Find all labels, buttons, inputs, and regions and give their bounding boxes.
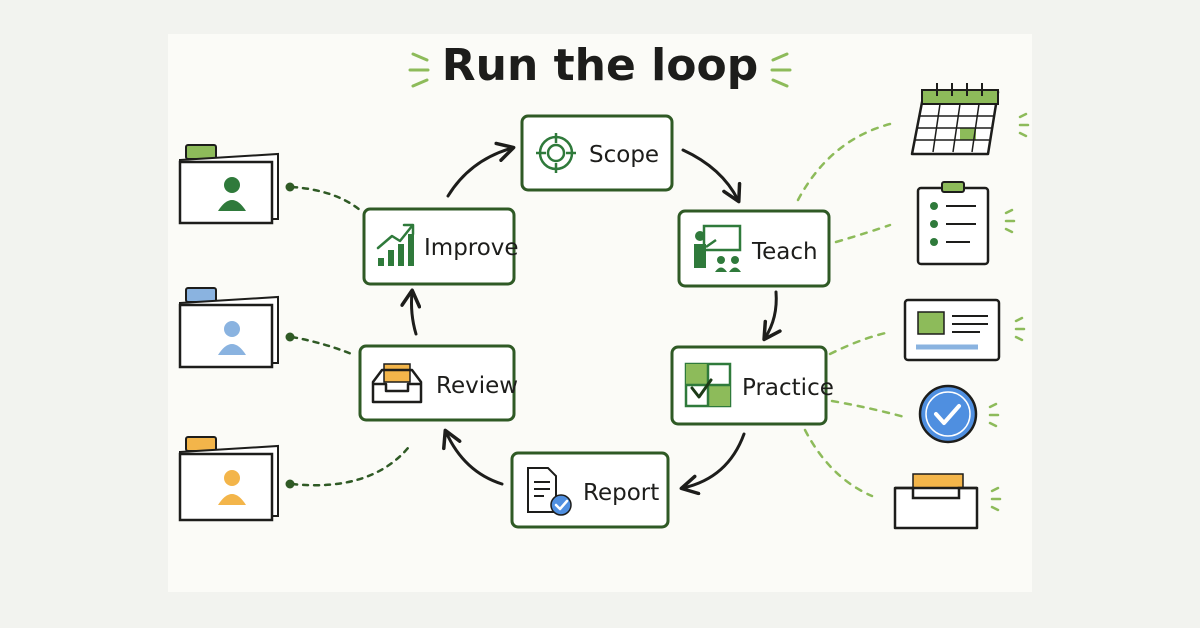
connector-dots bbox=[285, 182, 295, 489]
arrow-review-to-improve bbox=[400, 288, 422, 336]
step-label-review: Review bbox=[436, 373, 518, 399]
connectors-left bbox=[290, 185, 410, 487]
step-practice[interactable]: Practice bbox=[670, 345, 834, 426]
step-report[interactable]: Report bbox=[510, 451, 670, 529]
step-label-improve: Improve bbox=[424, 235, 519, 261]
folder-user-icon bbox=[178, 144, 279, 225]
folder-user-icon bbox=[178, 287, 279, 369]
grid-check-icon bbox=[684, 362, 732, 408]
arrow-improve-to-scope bbox=[446, 141, 516, 198]
sparkle-marks bbox=[988, 112, 1030, 512]
step-review[interactable]: Review bbox=[358, 344, 518, 422]
page-title: Run the loop bbox=[442, 40, 758, 91]
arrow-scope-to-teach bbox=[681, 148, 742, 204]
inbox-icon bbox=[371, 363, 423, 404]
cycle-arrows bbox=[400, 141, 782, 496]
step-label-practice: Practice bbox=[742, 375, 834, 401]
target-icon bbox=[536, 133, 576, 173]
step-label-report: Report bbox=[583, 480, 659, 506]
arrow-report-to-review bbox=[442, 428, 504, 486]
inbox-tray-icon bbox=[893, 473, 979, 530]
report-check-icon bbox=[527, 467, 572, 516]
folder-user-icon bbox=[178, 436, 279, 522]
id-card-icon bbox=[903, 298, 1001, 362]
step-teach[interactable]: Teach bbox=[677, 209, 831, 288]
connectors-right bbox=[796, 122, 910, 498]
title-group: Run the loop bbox=[408, 40, 792, 91]
teacher-board-icon bbox=[694, 224, 742, 272]
calendar-icon bbox=[910, 83, 1000, 156]
step-scope[interactable]: Scope bbox=[520, 114, 674, 192]
sparkle-right-icon bbox=[770, 52, 792, 88]
growth-chart-icon bbox=[376, 223, 415, 266]
clipboard-checklist-icon bbox=[916, 181, 990, 266]
step-improve[interactable]: Improve bbox=[362, 207, 519, 286]
step-label-scope: Scope bbox=[589, 142, 659, 168]
arrow-teach-to-practice bbox=[762, 290, 782, 342]
sparkle-left-icon bbox=[408, 52, 430, 88]
arrow-practice-to-report bbox=[679, 432, 746, 496]
step-label-teach: Teach bbox=[751, 239, 818, 265]
checkmark-badge-icon bbox=[918, 384, 978, 444]
